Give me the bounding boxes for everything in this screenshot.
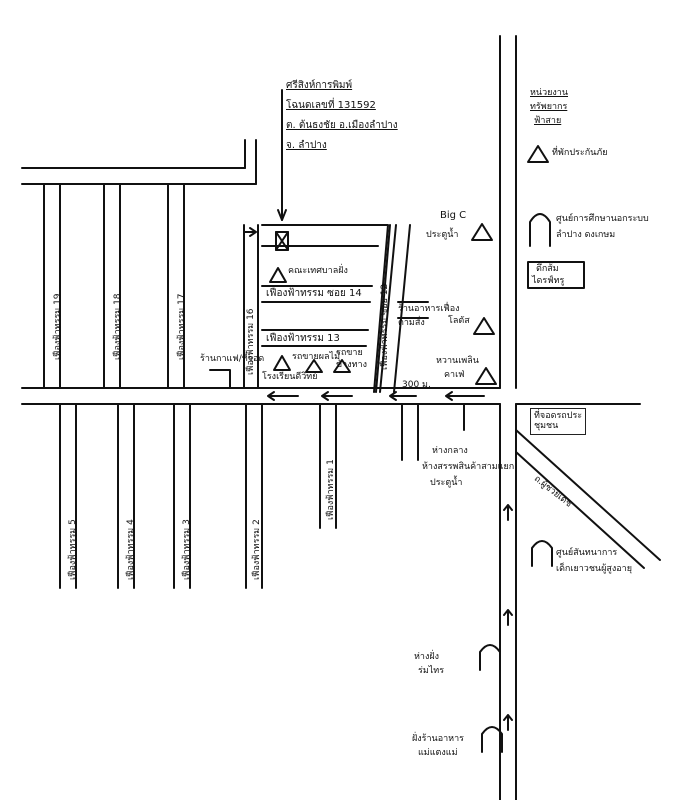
soi-19-road (43, 183, 61, 389)
destination-box (275, 231, 289, 251)
triangle-lotus (473, 317, 495, 335)
right-center-1: ศูนย์สันทนาการ (556, 548, 618, 558)
right-box-outline (527, 261, 585, 289)
right-center-2: เด็กเยาวชนผู้สูงอายุ (556, 564, 632, 574)
landmark-bigc-1: Big C (440, 210, 467, 221)
block-outer-2 (375, 224, 391, 393)
landmark-tesco-1: หวานเพลิน (436, 356, 479, 366)
landmark-market-2: โรงเรียนดีวิทย์ (262, 372, 318, 382)
landmark-shop-2: ตามสั่ง (398, 318, 425, 328)
soi-12-road-edge (393, 224, 411, 393)
title-line-4: จ. ลำปาง (286, 140, 327, 151)
arch-3 (479, 644, 501, 671)
bottom-left-1: ห่างฝั่ง (414, 652, 440, 662)
destination-x (275, 231, 289, 251)
triangle-school (269, 267, 287, 283)
arch-4 (481, 726, 503, 753)
arrow-4 (267, 391, 299, 401)
bottom-label-1: ห่างกลาง (432, 446, 468, 456)
street-label-soi3: เฟืองฟ้าทรรม 3 (182, 519, 192, 580)
bottom-label-3: ประตูนํ้า (430, 478, 463, 488)
distance-label: 300 ม. (402, 380, 431, 390)
bottom-label-2: ห้างสรรพสินค้าสามแยก (422, 462, 515, 472)
landmark-school: คณะเทศบาลฝั่ง (288, 266, 348, 276)
right-learning-2: ลำปาง ดงเกษม (556, 230, 616, 240)
street-label-soi5: เฟืองฟ้าทรรม 5 (68, 519, 78, 580)
triangle-stall-1 (305, 359, 323, 373)
right-box-1: ตึกส้ม (536, 264, 559, 274)
side-road-stub (401, 403, 419, 461)
arrow-2 (389, 391, 417, 401)
street-label-soi2: เฟืองฟ้าทรรม 2 (252, 519, 262, 580)
landmark-lotus: โลตัส (448, 316, 470, 326)
triangle-temple (527, 145, 549, 163)
bottom-left-2: ร่มไทร (418, 666, 445, 676)
street-label-soi17: เฟืองฟ้าทรรม 17 (177, 293, 187, 360)
bottom-left-4: แม่แตงแม่ (418, 748, 458, 758)
small-corner (209, 369, 231, 389)
title-pointer-head (277, 209, 287, 221)
landmark-stall-2: ข้างทาง (336, 360, 367, 370)
title-line-3: ต. ต้นธงชัย อ.เมืองลำปาง (286, 120, 398, 131)
right-small-box: ที่จอดรถประ ชุมชน (530, 408, 587, 435)
street-label-soi16: เฟืองฟ้าทรรม 16 (246, 308, 256, 375)
block-outer (261, 224, 389, 393)
street-label-soi12: เฟืองฟ้าทรรม ซอย 12 (380, 283, 390, 370)
triangle-market (273, 355, 291, 371)
arrow-up-1 (503, 504, 513, 521)
soi-5-road (59, 403, 77, 589)
cafe-lane (397, 301, 429, 319)
right-small-2: ชุมชน (534, 421, 559, 432)
street-label-soi13: เฟืองฟ้าทรรม 13 (266, 333, 340, 344)
arrow-up-2 (503, 609, 513, 626)
triangle-bigc (471, 223, 493, 241)
right-box-2: ไดรฟ์ทรู (532, 276, 565, 286)
title-line-1: ศรีสิงห์การพิมพ์ (286, 80, 353, 91)
soi-16-road (243, 224, 259, 389)
arch-1 (529, 213, 551, 247)
soi-12-road (379, 224, 397, 393)
right-top-2: ทรัพยากร (530, 102, 568, 112)
title-line-2: โฉนดเลขที่ 131592 (286, 100, 376, 111)
soi-17-road (167, 183, 185, 389)
landmark-cafe: ร้านกาแฟ/ที่จอด (200, 354, 265, 364)
soi-18-road (103, 183, 121, 389)
arrow-3 (321, 391, 353, 401)
bottom-left-3: ฝั่งร้านอาหาร (412, 734, 464, 744)
right-learning-1: ศูนย์การศึกษานอกระบบ (556, 214, 649, 224)
right-temple: ที่พักประกันภัย (552, 148, 608, 158)
triangle-stall-2 (333, 359, 351, 373)
right-top-3: ฟ้าสาย (534, 116, 562, 126)
soi-4-road (117, 403, 135, 589)
arch-2 (531, 540, 553, 567)
diag-road-2 (515, 451, 645, 569)
soi-2-road (245, 403, 263, 589)
triangle-tesco (475, 367, 497, 385)
arrow-1 (445, 391, 485, 401)
landmark-shop-1: ร้านอาหารเฟื่อง (398, 304, 460, 314)
street-label-soi18: เฟืองฟ้าทรรม 18 (113, 293, 123, 360)
soi-1-road (319, 403, 337, 529)
landmark-tesco-2: คาเฟ่ (444, 370, 465, 380)
landmark-stall-1: รถขาย (336, 348, 363, 358)
street-label-soi1: เฟืองฟ้าทรรม 1 (326, 459, 336, 520)
diag-road-1 (515, 429, 661, 561)
street-label-soi14: เฟืองฟ้าทรรม ซอย 14 (266, 288, 362, 299)
right-small-1: ที่จอดรถประ (534, 411, 583, 421)
landmark-market-1: รถขายผลไม้ (292, 352, 341, 362)
arrow-up-3 (503, 714, 513, 731)
right-top-1: หน่วยงาน (530, 88, 569, 98)
soi-3-road (173, 403, 191, 589)
arrow-block-1 (243, 227, 257, 237)
street-label-soi4: เฟืองฟ้าทรรม 4 (126, 519, 136, 580)
street-label-soi19: เฟืองฟ้าทรรม 19 (53, 293, 63, 360)
landmark-bigc-2: ประตูนํ้า (426, 230, 459, 240)
